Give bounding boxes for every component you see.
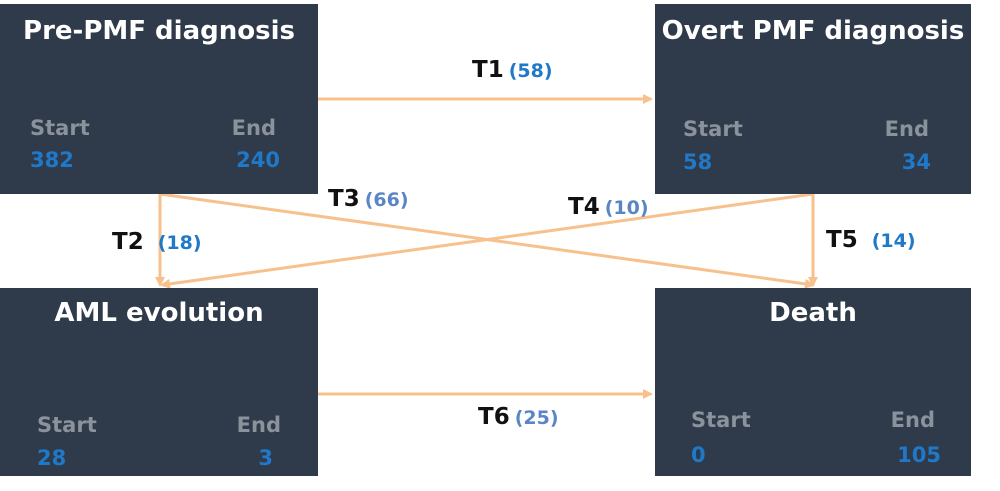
state-death: Death Start End 0 105 xyxy=(655,288,971,476)
transition-count: (10) xyxy=(604,197,649,219)
start-value: 28 xyxy=(37,446,67,470)
state-aml-evolution: AML evolution Start End 28 3 xyxy=(0,288,318,476)
transition-name: T3 xyxy=(328,186,360,212)
start-value: 0 xyxy=(691,443,706,467)
end-label: End xyxy=(890,408,935,432)
transition-label-t4: T4(10) xyxy=(568,194,649,220)
state-pre-pmf: Pre-PMF diagnosis Start End 382 240 xyxy=(0,4,318,194)
transition-count: (14) xyxy=(871,230,916,252)
transition-label-t6: T6(25) xyxy=(478,404,559,430)
end-value: 3 xyxy=(258,446,273,470)
end-label: End xyxy=(884,117,929,141)
transition-label-t5: T5 (14) xyxy=(826,227,916,253)
transition-name: T2 xyxy=(112,229,144,255)
transition-label-t1: T1(58) xyxy=(472,57,553,83)
transition-name: T4 xyxy=(568,194,600,220)
end-label: End xyxy=(236,413,281,437)
transition-count: (18) xyxy=(157,232,202,254)
transition-label-t2: T2 (18) xyxy=(112,229,202,255)
state-title: AML evolution xyxy=(54,298,264,328)
start-label: Start xyxy=(683,117,743,141)
start-label: Start xyxy=(691,408,751,432)
transition-count: (25) xyxy=(514,407,559,429)
start-label: Start xyxy=(37,413,97,437)
transition-label-t3: T3(66) xyxy=(328,186,409,212)
transition-count: (66) xyxy=(364,189,409,211)
state-title: Pre-PMF diagnosis xyxy=(23,16,295,46)
state-overt-pmf: Overt PMF diagnosis Start End 58 34 xyxy=(655,4,971,194)
transition-name: T6 xyxy=(478,404,510,430)
state-title: Overt PMF diagnosis xyxy=(661,16,965,46)
start-label: Start xyxy=(30,116,90,140)
end-value: 34 xyxy=(901,150,931,174)
end-value: 105 xyxy=(897,443,941,467)
end-label: End xyxy=(231,116,276,140)
state-title: Death xyxy=(769,298,857,328)
start-value: 382 xyxy=(30,148,74,172)
transition-name: T1 xyxy=(472,57,504,83)
transition-name: T5 xyxy=(826,227,858,253)
transition-count: (58) xyxy=(508,60,553,82)
start-value: 58 xyxy=(683,150,713,174)
end-value: 240 xyxy=(236,148,280,172)
arrow-t4 xyxy=(160,192,814,289)
